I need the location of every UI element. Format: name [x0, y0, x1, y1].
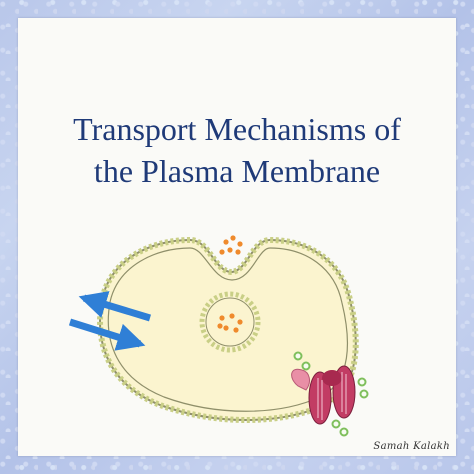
- vesicle: [199, 291, 261, 353]
- endocytosis-particles: [219, 235, 243, 255]
- artist-signature: Samah Kalakh: [373, 441, 450, 452]
- arrow-in: [68, 318, 146, 351]
- title-line-1: Transport Mechanisms of: [73, 111, 401, 147]
- arrow-out: [78, 291, 152, 322]
- extracellular-molecules: [293, 351, 369, 437]
- title-line-2: the Plasma Membrane: [93, 153, 381, 189]
- diffusion-arrows: [68, 291, 152, 351]
- ligand-icon: [291, 368, 310, 391]
- channel-protein: [308, 365, 356, 425]
